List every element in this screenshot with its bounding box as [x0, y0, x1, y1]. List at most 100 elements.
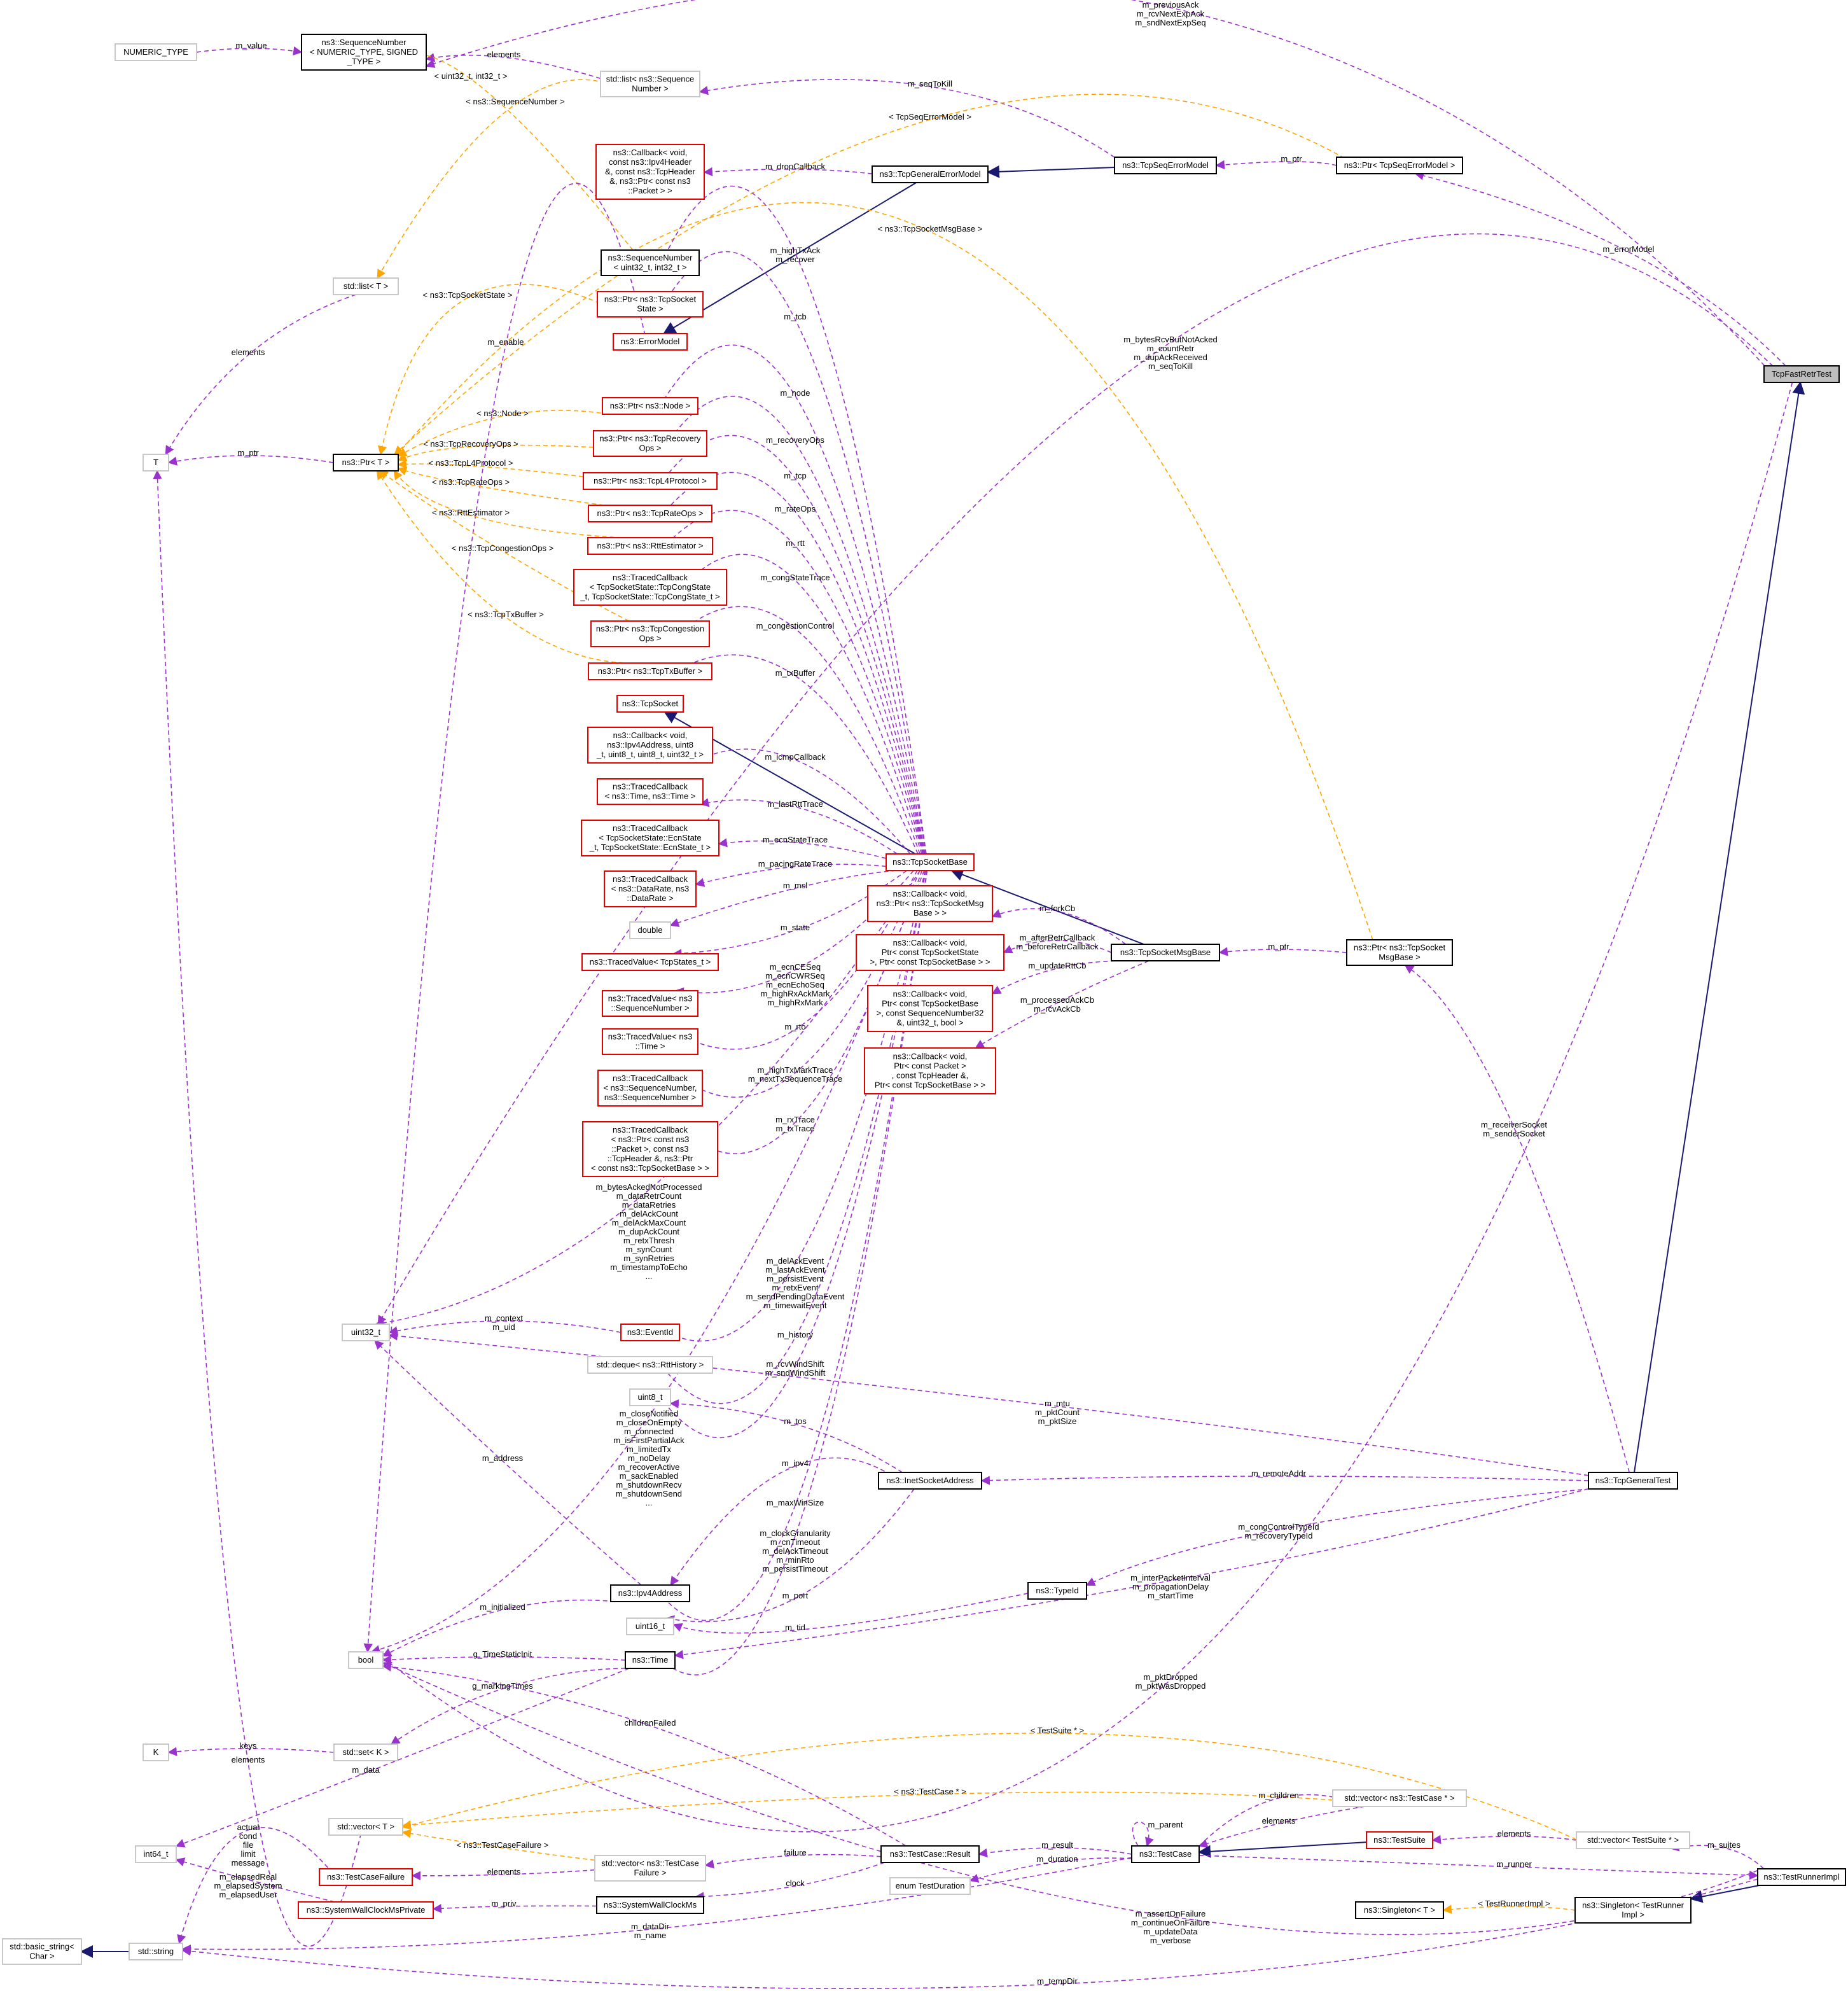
edge-label-line: m_txTrace: [776, 1124, 815, 1133]
class-node-type_id[interactable]: ns3::TypeId: [1027, 1582, 1087, 1600]
class-node-tcp_socket_base[interactable]: ns3::TcpSocketBase: [886, 853, 975, 871]
class-node-ptr_tx_buffer[interactable]: ns3::Ptr< ns3::TcpTxBuffer >: [588, 662, 712, 680]
edge-use-tcp_socket_msg_base-to-callback_fork: [991, 908, 1127, 945]
class-node-callback_fork[interactable]: ns3::Callback< void,ns3::Ptr< ns3::TcpSo…: [867, 885, 993, 922]
edge-label-line: m_synRetries: [623, 1254, 674, 1263]
class-node-k_node[interactable]: K: [142, 1743, 169, 1761]
class-node-tcp_seq_error_model[interactable]: ns3::TcpSeqErrorModel: [1114, 157, 1217, 174]
class-node-label: const ns3::Ipv4Header: [609, 157, 692, 167]
class-node-tcp_general_test[interactable]: ns3::TcpGeneralTest: [1588, 1472, 1678, 1490]
class-node-test_runner_impl[interactable]: ns3::TestRunnerImpl: [1757, 1868, 1846, 1886]
class-node-label: _TYPE >: [347, 57, 380, 66]
class-node-callback_retr[interactable]: ns3::Callback< void,Ptr< const TcpSocket…: [856, 934, 1004, 971]
class-node-seqnum_u32[interactable]: ns3::SequenceNumber< uint32_t, int32_t >: [601, 249, 700, 276]
class-node-traced_value_states[interactable]: ns3::TracedValue< TcpStates_t >: [581, 953, 719, 971]
class-node-vector_testsuite[interactable]: std::vector< TestSuite * >: [1576, 1831, 1690, 1849]
class-node-box: [600, 71, 700, 97]
class-node-tcp_fast_retr_test[interactable]: TcpFastRetrTest: [1763, 365, 1840, 383]
class-node-vector_failure[interactable]: std::vector< ns3::TestCaseFailure >: [594, 1855, 706, 1882]
edge-label-vector_testsuite-to-vector_t: < TestSuite * >: [1031, 1726, 1084, 1735]
class-node-deque_rtt[interactable]: std::deque< ns3::RttHistory >: [587, 1356, 713, 1374]
class-node-numeric_type[interactable]: NUMERIC_TYPE: [115, 43, 197, 61]
class-node-event_id[interactable]: ns3::EventId: [620, 1324, 680, 1341]
class-node-test_suite[interactable]: ns3::TestSuite: [1366, 1831, 1433, 1849]
class-node-label: ns3::ErrorModel: [621, 337, 680, 346]
class-node-label: _t, uint8_t, uint8_t, uint32_t >: [596, 750, 704, 759]
class-node-vector_t[interactable]: std::vector< T >: [328, 1818, 403, 1836]
class-node-traced_seqseq[interactable]: ns3::TracedCallback< ns3::SequenceNumber…: [597, 1070, 703, 1107]
edge-label-line: m_ecnCWRSeq: [765, 971, 824, 981]
edge-label-ptr_cong_ops-to-ptr_t: < ns3::TcpCongestionOps >: [452, 543, 553, 553]
class-node-ptr_rtt[interactable]: ns3::Ptr< ns3::RttEstimator >: [587, 537, 713, 555]
class-node-bool_node[interactable]: bool: [348, 1651, 384, 1669]
edge-label-line: m_dataRetrCount: [616, 1191, 682, 1201]
class-node-traced_ecn[interactable]: ns3::TracedCallback< TcpSocketState::Ecn…: [581, 820, 719, 856]
class-node-tcp_socket_msg_base[interactable]: ns3::TcpSocketMsgBase: [1111, 944, 1220, 961]
class-node-box: [2, 1938, 82, 1965]
class-node-ptr_recovery_ops[interactable]: ns3::Ptr< ns3::TcpRecoveryOps >: [593, 430, 707, 457]
class-node-singleton_runner[interactable]: ns3::Singleton< TestRunnerImpl >: [1574, 1897, 1692, 1924]
class-node-ptr_t[interactable]: ns3::Ptr< T >: [333, 454, 399, 472]
class-node-system_wall[interactable]: ns3::SystemWallClockMs: [596, 1896, 704, 1914]
edge-label-ptr_tcp_socket_state-to-ptr_t: < ns3::TcpSocketState >: [423, 290, 513, 300]
class-node-label: ns3::Callback< void,: [613, 148, 688, 157]
class-node-callback_icmp[interactable]: ns3::Callback< void,ns3::Ipv4Address, ui…: [587, 727, 713, 764]
class-node-uint8_node[interactable]: uint8_t: [629, 1388, 671, 1406]
edge-label-line: m_updateData: [1143, 1927, 1198, 1936]
class-node-box: [328, 1818, 403, 1836]
class-node-callback_rtt[interactable]: ns3::Callback< void,Ptr< const TcpSocket…: [867, 985, 993, 1032]
class-node-test_case_result[interactable]: ns3::TestCase::Result: [880, 1845, 980, 1863]
edge-label-line: < ns3::SequenceNumber >: [466, 97, 564, 106]
class-node-error_model[interactable]: ns3::ErrorModel: [613, 333, 688, 351]
class-node-ipv4_address[interactable]: ns3::Ipv4Address: [610, 1584, 690, 1602]
class-node-ptr_cong_ops[interactable]: ns3::Ptr< ns3::TcpCongestionOps >: [590, 620, 710, 647]
class-node-ptr_l4[interactable]: ns3::Ptr< ns3::TcpL4Protocol >: [583, 472, 718, 490]
class-node-set_k[interactable]: std::set< K >: [333, 1743, 398, 1761]
class-node-list_seqnum[interactable]: std::list< ns3::SequenceNumber >: [600, 71, 700, 97]
class-node-label: ns3::Callback< void,: [613, 730, 688, 740]
class-node-traced_value_seq[interactable]: ns3::TracedValue< ns3::SequenceNumber >: [602, 990, 698, 1017]
class-node-ptr_rate_ops[interactable]: ns3::Ptr< ns3::TcpRateOps >: [588, 505, 712, 522]
class-node-ptr_tcp_seq_error_model[interactable]: ns3::Ptr< TcpSeqErrorModel >: [1336, 157, 1463, 174]
class-node-tcp_general_error_model[interactable]: ns3::TcpGeneralErrorModel: [872, 165, 989, 183]
class-node-std_string[interactable]: std::string: [129, 1943, 183, 1960]
class-node-t_node[interactable]: T: [142, 454, 169, 472]
class-node-tcp_socket[interactable]: ns3::TcpSocket: [616, 695, 684, 713]
class-node-enum_duration[interactable]: enum TestDuration: [889, 1877, 971, 1895]
class-node-ptr_tcp_socket_state[interactable]: ns3::Ptr< ns3::TcpSocketState >: [597, 291, 704, 318]
class-node-label: ns3::TestCase::Result: [890, 1849, 971, 1859]
class-node-traced_time[interactable]: ns3::TracedCallback< ns3::Time, ns3::Tim…: [597, 778, 704, 805]
edge-label-tcp_socket_base-to-traced_datarate: m_pacingRateTrace: [758, 859, 833, 869]
edge-label-line: m_rto: [784, 1022, 805, 1031]
class-node-double_node[interactable]: double: [629, 921, 671, 939]
class-node-box: [1366, 1831, 1433, 1849]
class-node-traced_datarate[interactable]: ns3::TracedCallback< ns3::DataRate, ns3:…: [604, 870, 697, 907]
class-node-inet_socket_address[interactable]: ns3::InetSocketAddress: [878, 1472, 982, 1490]
class-node-ptr_socket_msg_base[interactable]: ns3::Ptr< ns3::TcpSocketMsgBase >: [1346, 939, 1453, 966]
class-node-test_case[interactable]: ns3::TestCase: [1131, 1845, 1200, 1863]
class-node-singleton_t[interactable]: ns3::Singleton< T >: [1355, 1901, 1444, 1919]
class-node-basic_string[interactable]: std::basic_string<Char >: [2, 1938, 82, 1965]
class-node-int64_node[interactable]: int64_t: [135, 1845, 177, 1863]
class-node-uint16_node[interactable]: uint16_t: [626, 1617, 674, 1635]
class-node-system_wall_private[interactable]: ns3::SystemWallClockMsPrivate: [298, 1901, 434, 1919]
class-node-list_t[interactable]: std::list< T >: [333, 277, 399, 295]
class-node-traced_value_time[interactable]: ns3::TracedValue< ns3::Time >: [602, 1028, 698, 1055]
class-node-box: [1574, 1897, 1692, 1924]
edge-inh-test_suite-to-test_case: [1198, 1841, 1367, 1858]
class-node-vector_testcase[interactable]: std::vector< ns3::TestCase * >: [1332, 1789, 1467, 1807]
class-node-ns3_time[interactable]: ns3::Time: [625, 1651, 676, 1669]
class-node-ptr_node[interactable]: ns3::Ptr< ns3::Node >: [602, 397, 698, 415]
class-node-traced_cong_state[interactable]: ns3::TracedCallback< TcpSocketState::Tcp…: [573, 569, 727, 606]
class-node-seqnum_generic[interactable]: ns3::SequenceNumber< NUMERIC_TYPE, SIGNE…: [301, 34, 427, 71]
class-node-traced_rx[interactable]: ns3::TracedCallback< ns3::Ptr< const ns3…: [582, 1121, 718, 1177]
class-node-test_case_failure[interactable]: ns3::TestCaseFailure: [319, 1868, 413, 1886]
class-node-callback_drop[interactable]: ns3::Callback< void,const ns3::Ipv4Heade…: [595, 144, 705, 200]
edge-label-line: m_verbose: [1150, 1936, 1191, 1945]
class-node-label: ns3::Ipv4Address: [618, 1588, 683, 1598]
edge-label-line: m_assertOnFailure: [1136, 1909, 1206, 1918]
edge-label-tcp_socket_base-to-ptr_l4: m_tcp: [784, 471, 806, 480]
class-node-uint32_node[interactable]: uint32_t: [342, 1324, 390, 1341]
class-node-label: NUMERIC_TYPE: [123, 47, 188, 57]
class-node-callback_ack[interactable]: ns3::Callback< void,Ptr< const Packet >,…: [864, 1047, 996, 1094]
